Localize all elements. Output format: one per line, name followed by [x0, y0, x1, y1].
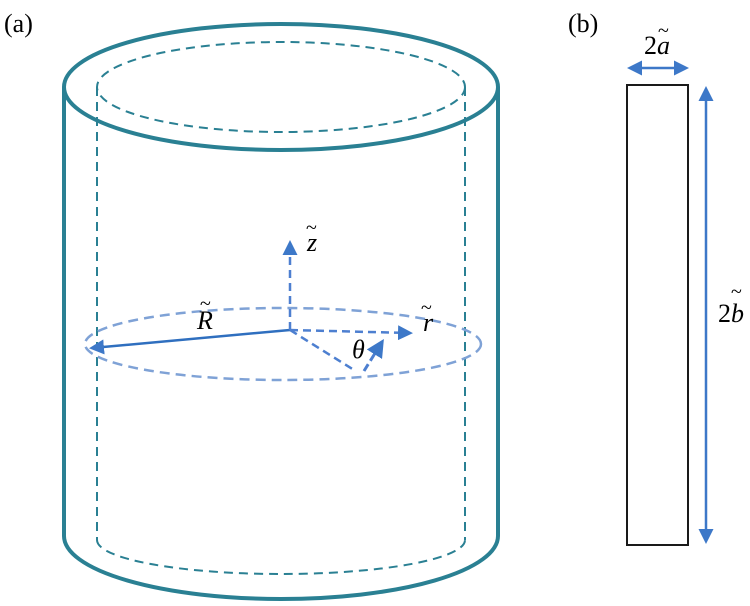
panel-a-label: (a): [4, 9, 33, 38]
b-symbol: b: [731, 299, 744, 328]
theta-vector: [362, 338, 384, 372]
r-tilde: ~: [421, 297, 432, 319]
cylinder: [62, 22, 500, 601]
r-symbol: r: [423, 308, 434, 337]
theta-dashed-radius: [289, 328, 355, 372]
inner-top-rim: [96, 41, 466, 133]
cross-section-rectangle: [626, 84, 689, 546]
two-b-coefficient: 2: [718, 299, 731, 328]
R-symbol: R: [196, 306, 213, 335]
z-tilde-label: z ~: [306, 217, 317, 257]
radius-vector: [89, 328, 291, 355]
two-b-tilde-label: 2 b ~: [718, 281, 744, 328]
cylinder-bottom-rim: [62, 535, 500, 601]
panel-b: (b) 2 a ~ 2 b ~: [568, 9, 744, 546]
r-tilde-label: r ~: [421, 297, 434, 337]
r-axis: [289, 325, 413, 341]
theta-symbol: θ: [352, 335, 365, 364]
z-tilde: ~: [306, 217, 317, 239]
R-tilde: ~: [200, 293, 211, 315]
R-tilde-label: R ~: [196, 293, 213, 335]
panel-b-label: (b): [568, 9, 598, 38]
a-symbol: a: [657, 31, 670, 60]
inner-bottom-rim: [96, 539, 466, 575]
panel-a: (a) R ~ z ~ r ~: [4, 9, 500, 601]
b-tilde: ~: [731, 281, 742, 303]
two-a-tilde-label: 2 a ~: [644, 20, 670, 60]
two-a-coefficient: 2: [644, 31, 657, 60]
cross-section-ellipse: [83, 306, 483, 382]
a-tilde: ~: [658, 20, 669, 42]
z-symbol: z: [306, 228, 317, 257]
